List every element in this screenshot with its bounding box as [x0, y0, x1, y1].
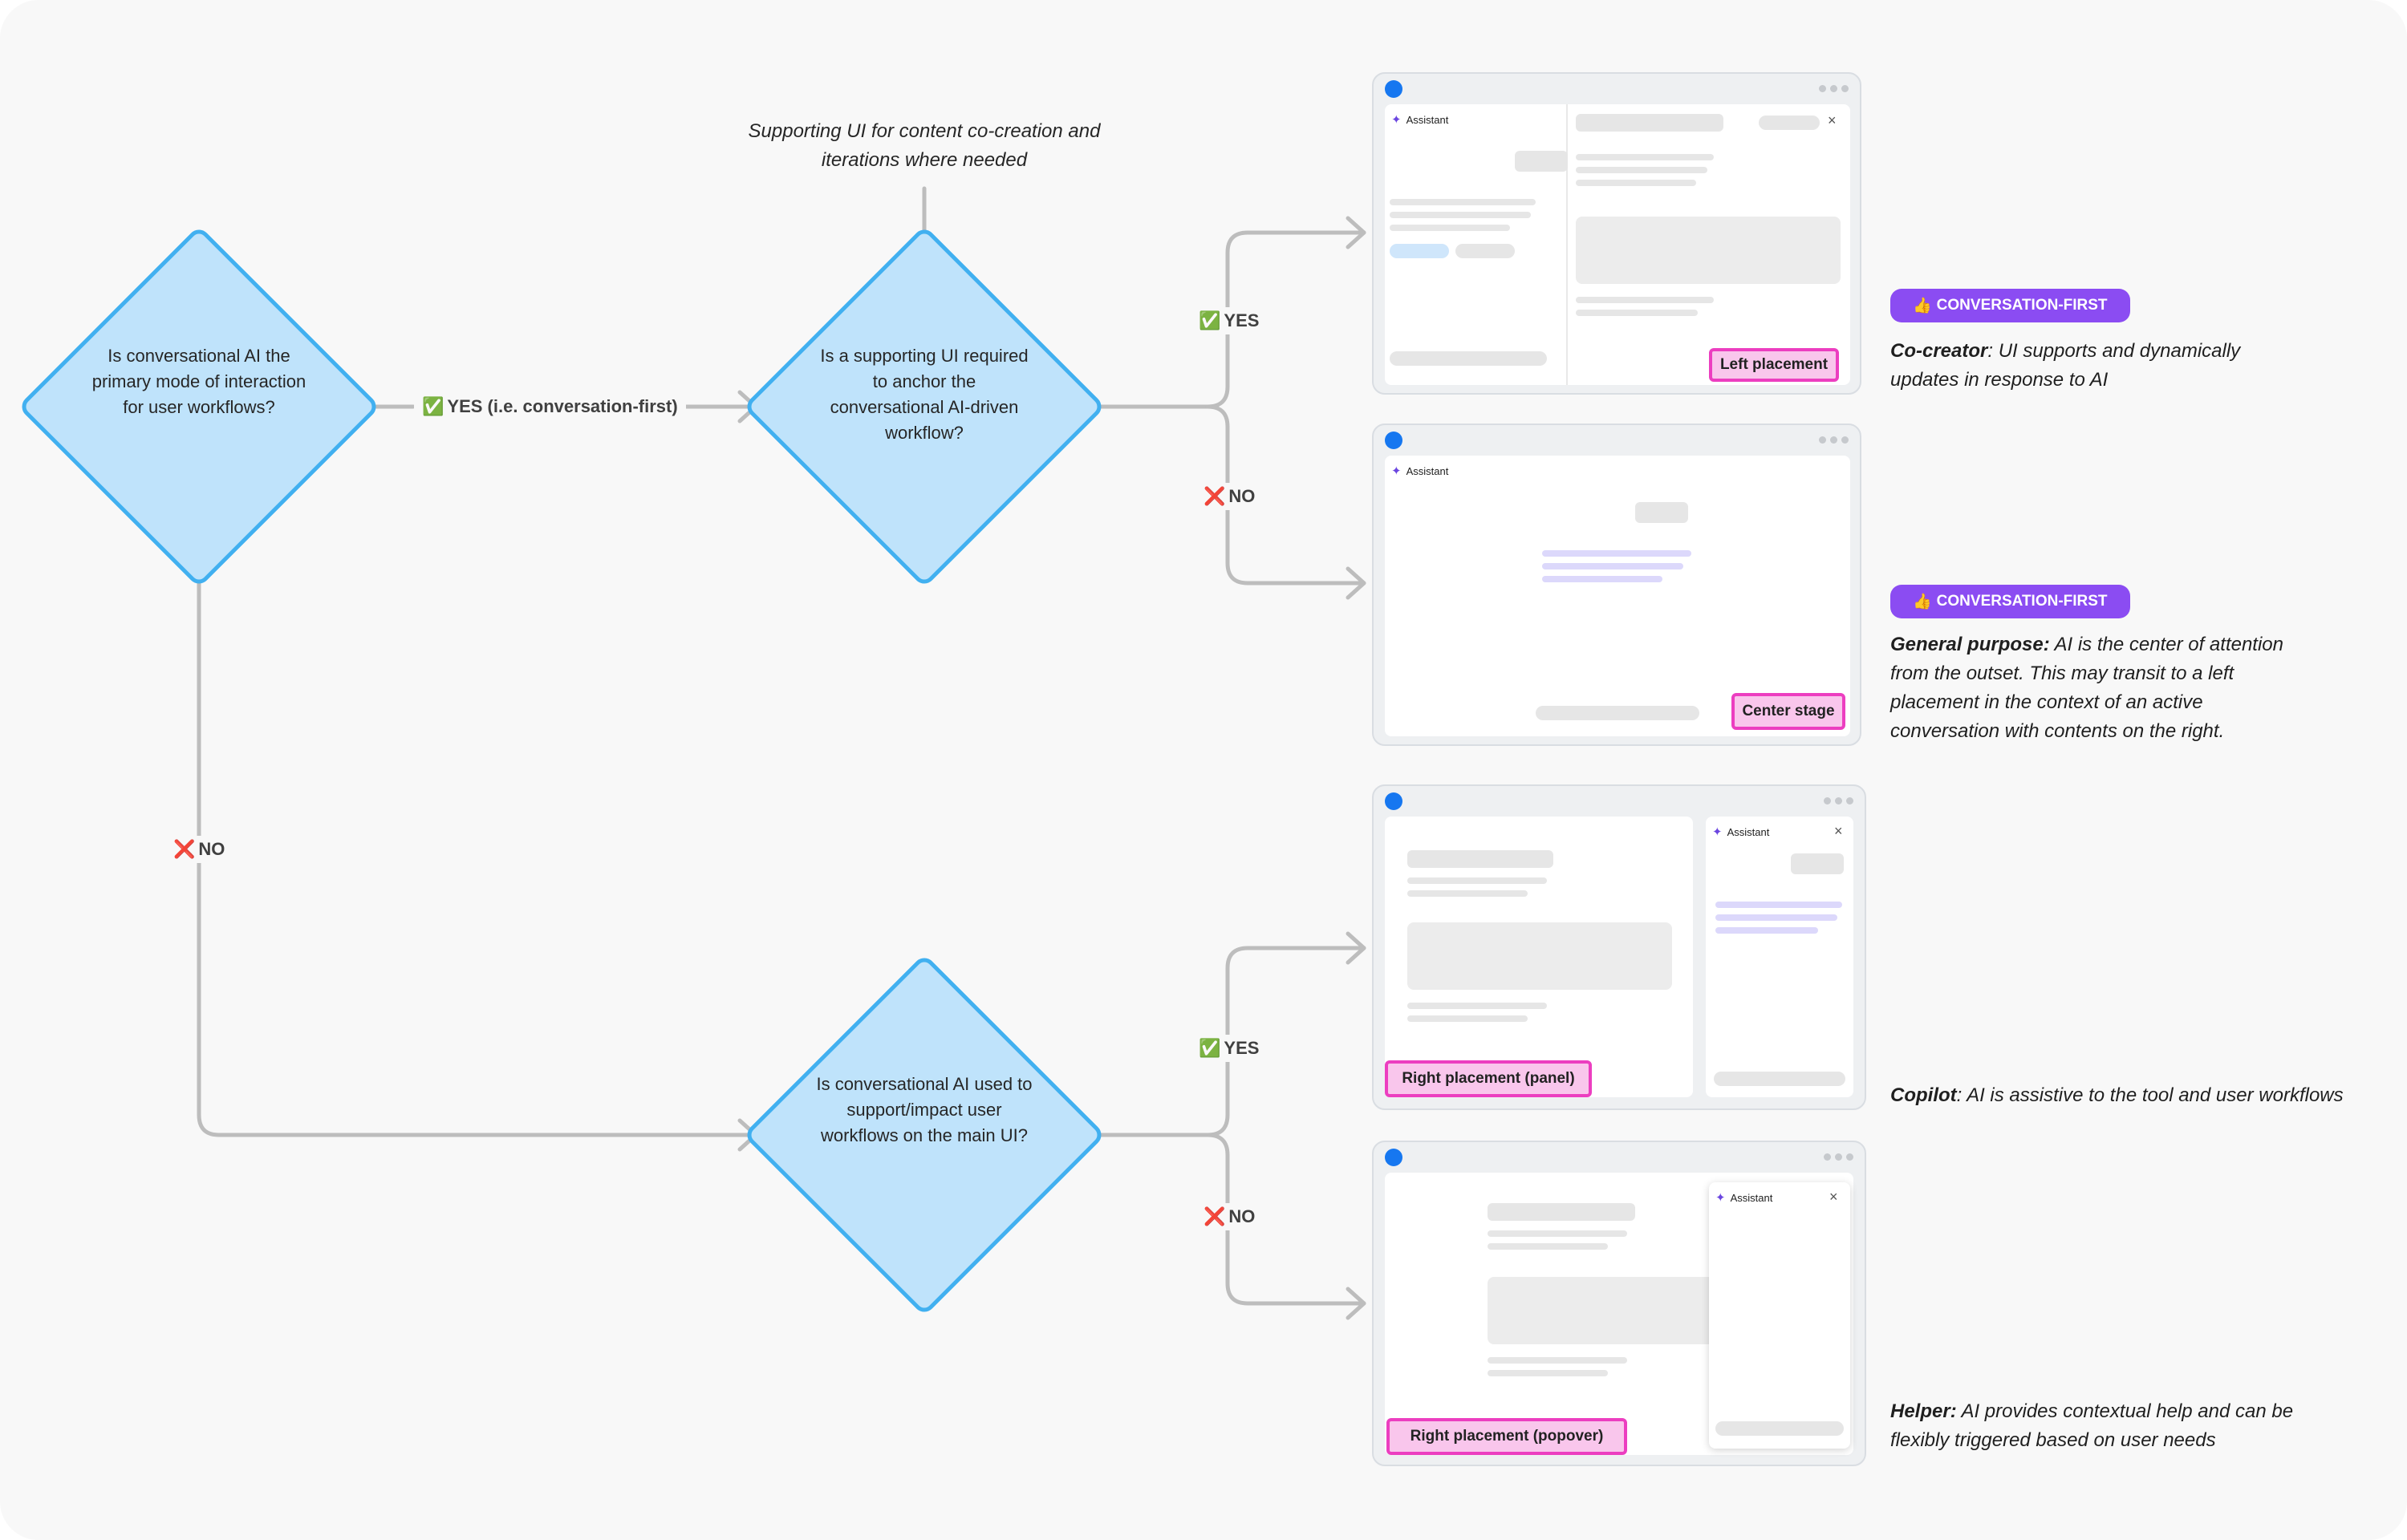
- close-icon: ×: [1829, 1189, 1838, 1205]
- sparkle-icon: ✦: [1715, 1191, 1726, 1205]
- assistant-header: ✦ Assistant: [1391, 464, 1448, 478]
- desc-text: : AI is assistive to the tool and user w…: [1956, 1084, 2344, 1106]
- edge-q3-no: [1205, 1133, 1366, 1306]
- check-icon: ✅: [1199, 1038, 1221, 1058]
- assistant-label: Assistant: [1406, 113, 1449, 126]
- edge-label-text: NO: [198, 839, 225, 859]
- cross-icon: ❌: [173, 839, 196, 859]
- assistant-label: Assistant: [1730, 1191, 1773, 1204]
- cross-icon: ❌: [1204, 1206, 1226, 1226]
- edge-label-yes-conversation-first: ✅YES (i.e. conversation-first): [414, 393, 686, 420]
- badge-text: CONVERSATION-FIRST: [1936, 297, 2108, 314]
- badge-text: CONVERSATION-FIRST: [1936, 593, 2108, 610]
- badge-conversation-first-2: 👍CONVERSATION-FIRST: [1890, 585, 2130, 618]
- decision-q2-text: Is a supporting UI required to anchor th…: [820, 346, 1029, 443]
- mockup-main-screen: Right placement (panel): [1385, 817, 1693, 1097]
- check-icon: ✅: [422, 396, 444, 416]
- tag-right-placement-panel: Right placement (panel): [1385, 1060, 1592, 1097]
- window-dot-icon: [1385, 1149, 1402, 1166]
- sparkle-icon: ✦: [1712, 825, 1723, 839]
- edge-q1-no: [197, 565, 757, 1137]
- window-dot-icon: [1385, 792, 1402, 810]
- more-dots-icon: [1824, 797, 1853, 804]
- desc-text: : UI supports and dynamically updates in…: [1890, 340, 2241, 391]
- assistant-panel: ✦ Assistant ×: [1706, 817, 1853, 1097]
- assistant-label: Assistant: [1727, 825, 1770, 838]
- assistant-popover: ✦ Assistant ×: [1709, 1182, 1850, 1449]
- more-dots-icon: [1824, 1153, 1853, 1161]
- edge-label-q2-yes: ✅YES: [1191, 307, 1268, 334]
- mockup-center-stage: ✦ Assistant Center stage: [1372, 424, 1861, 746]
- decision-q1-text: Is conversational AI the primary mode of…: [91, 346, 306, 417]
- desc-term: Co-creator: [1890, 340, 1988, 362]
- badge-conversation-first-1: 👍CONVERSATION-FIRST: [1890, 289, 2130, 322]
- cross-icon: ❌: [1204, 486, 1226, 506]
- edge-label-q1-no: ❌NO: [165, 836, 233, 863]
- assistant-header: ✦ Assistant: [1712, 825, 1769, 839]
- edge-label-text: NO: [1228, 486, 1256, 506]
- thumbs-up-icon: 👍: [1913, 594, 1932, 610]
- sparkle-icon: ✦: [1391, 113, 1402, 127]
- tag-center-stage: Center stage: [1731, 693, 1845, 730]
- edge-label-text: YES: [1224, 1038, 1260, 1058]
- desc-helper: Helper: AI provides contextual help and …: [1890, 1397, 2308, 1455]
- tag-left-placement: Left placement: [1709, 348, 1839, 382]
- mockup-screen: ✦ Assistant × Left placement: [1385, 104, 1850, 385]
- edge-label-q2-no: ❌NO: [1195, 483, 1264, 510]
- desc-text: AI provides contextual help and can be f…: [1890, 1400, 2294, 1451]
- desc-term: Helper:: [1890, 1400, 1957, 1422]
- arrowhead-right-panel: [1346, 931, 1366, 965]
- arrowhead-center-stage: [1346, 566, 1366, 600]
- close-icon: ×: [1834, 823, 1843, 839]
- assistant-label: Assistant: [1406, 464, 1449, 477]
- edge-label-q3-yes: ✅YES: [1191, 1035, 1268, 1062]
- window-dot-icon: [1385, 80, 1402, 98]
- desc-term: General purpose:: [1890, 634, 2050, 655]
- edge-label-text: NO: [1228, 1206, 1256, 1226]
- sparkle-icon: ✦: [1391, 464, 1402, 478]
- check-icon: ✅: [1199, 310, 1221, 330]
- mockup-main-screen: Right placement (popover) ✦ Assistant ×: [1385, 1173, 1853, 1455]
- edge-label-q3-no: ❌NO: [1195, 1203, 1264, 1230]
- mockup-left-placement: ✦ Assistant × Left placement: [1372, 72, 1861, 395]
- desc-term: Copilot: [1890, 1084, 1957, 1106]
- desc-copilot: Copilot: AI is assistive to the tool and…: [1890, 1081, 2388, 1110]
- arrowhead-right-popover: [1346, 1287, 1366, 1320]
- close-icon: ×: [1828, 112, 1837, 128]
- supporting-ui-note: Supporting UI for content co-creation an…: [748, 120, 1101, 171]
- mockup-right-popover: Right placement (popover) ✦ Assistant ×: [1372, 1141, 1866, 1466]
- window-dot-icon: [1385, 432, 1402, 449]
- tag-right-placement-popover: Right placement (popover): [1386, 1418, 1627, 1455]
- desc-co-creator: Co-creator: UI supports and dynamically …: [1890, 337, 2308, 395]
- decision-q3-text: Is conversational AI used to support/imp…: [816, 1074, 1033, 1145]
- edge-q2-no: [1205, 404, 1366, 586]
- assistant-header: ✦ Assistant: [1391, 112, 1448, 127]
- edge-label-text: YES: [1224, 310, 1260, 330]
- desc-general-purpose: General purpose: AI is the center of att…: [1890, 630, 2308, 746]
- assistant-header: ✦ Assistant: [1715, 1190, 1772, 1205]
- edge-label-text: YES (i.e. conversation-first): [447, 396, 678, 416]
- mockup-screen: ✦ Assistant Center stage: [1385, 456, 1850, 736]
- mockup-right-panel: Right placement (panel) ✦ Assistant ×: [1372, 784, 1866, 1110]
- thumbs-up-icon: 👍: [1913, 298, 1932, 314]
- more-dots-icon: [1819, 436, 1849, 444]
- arrowhead-left-placement: [1346, 216, 1366, 249]
- desc-text: AI is the center of attention from the o…: [1890, 634, 2283, 742]
- more-dots-icon: [1819, 85, 1849, 92]
